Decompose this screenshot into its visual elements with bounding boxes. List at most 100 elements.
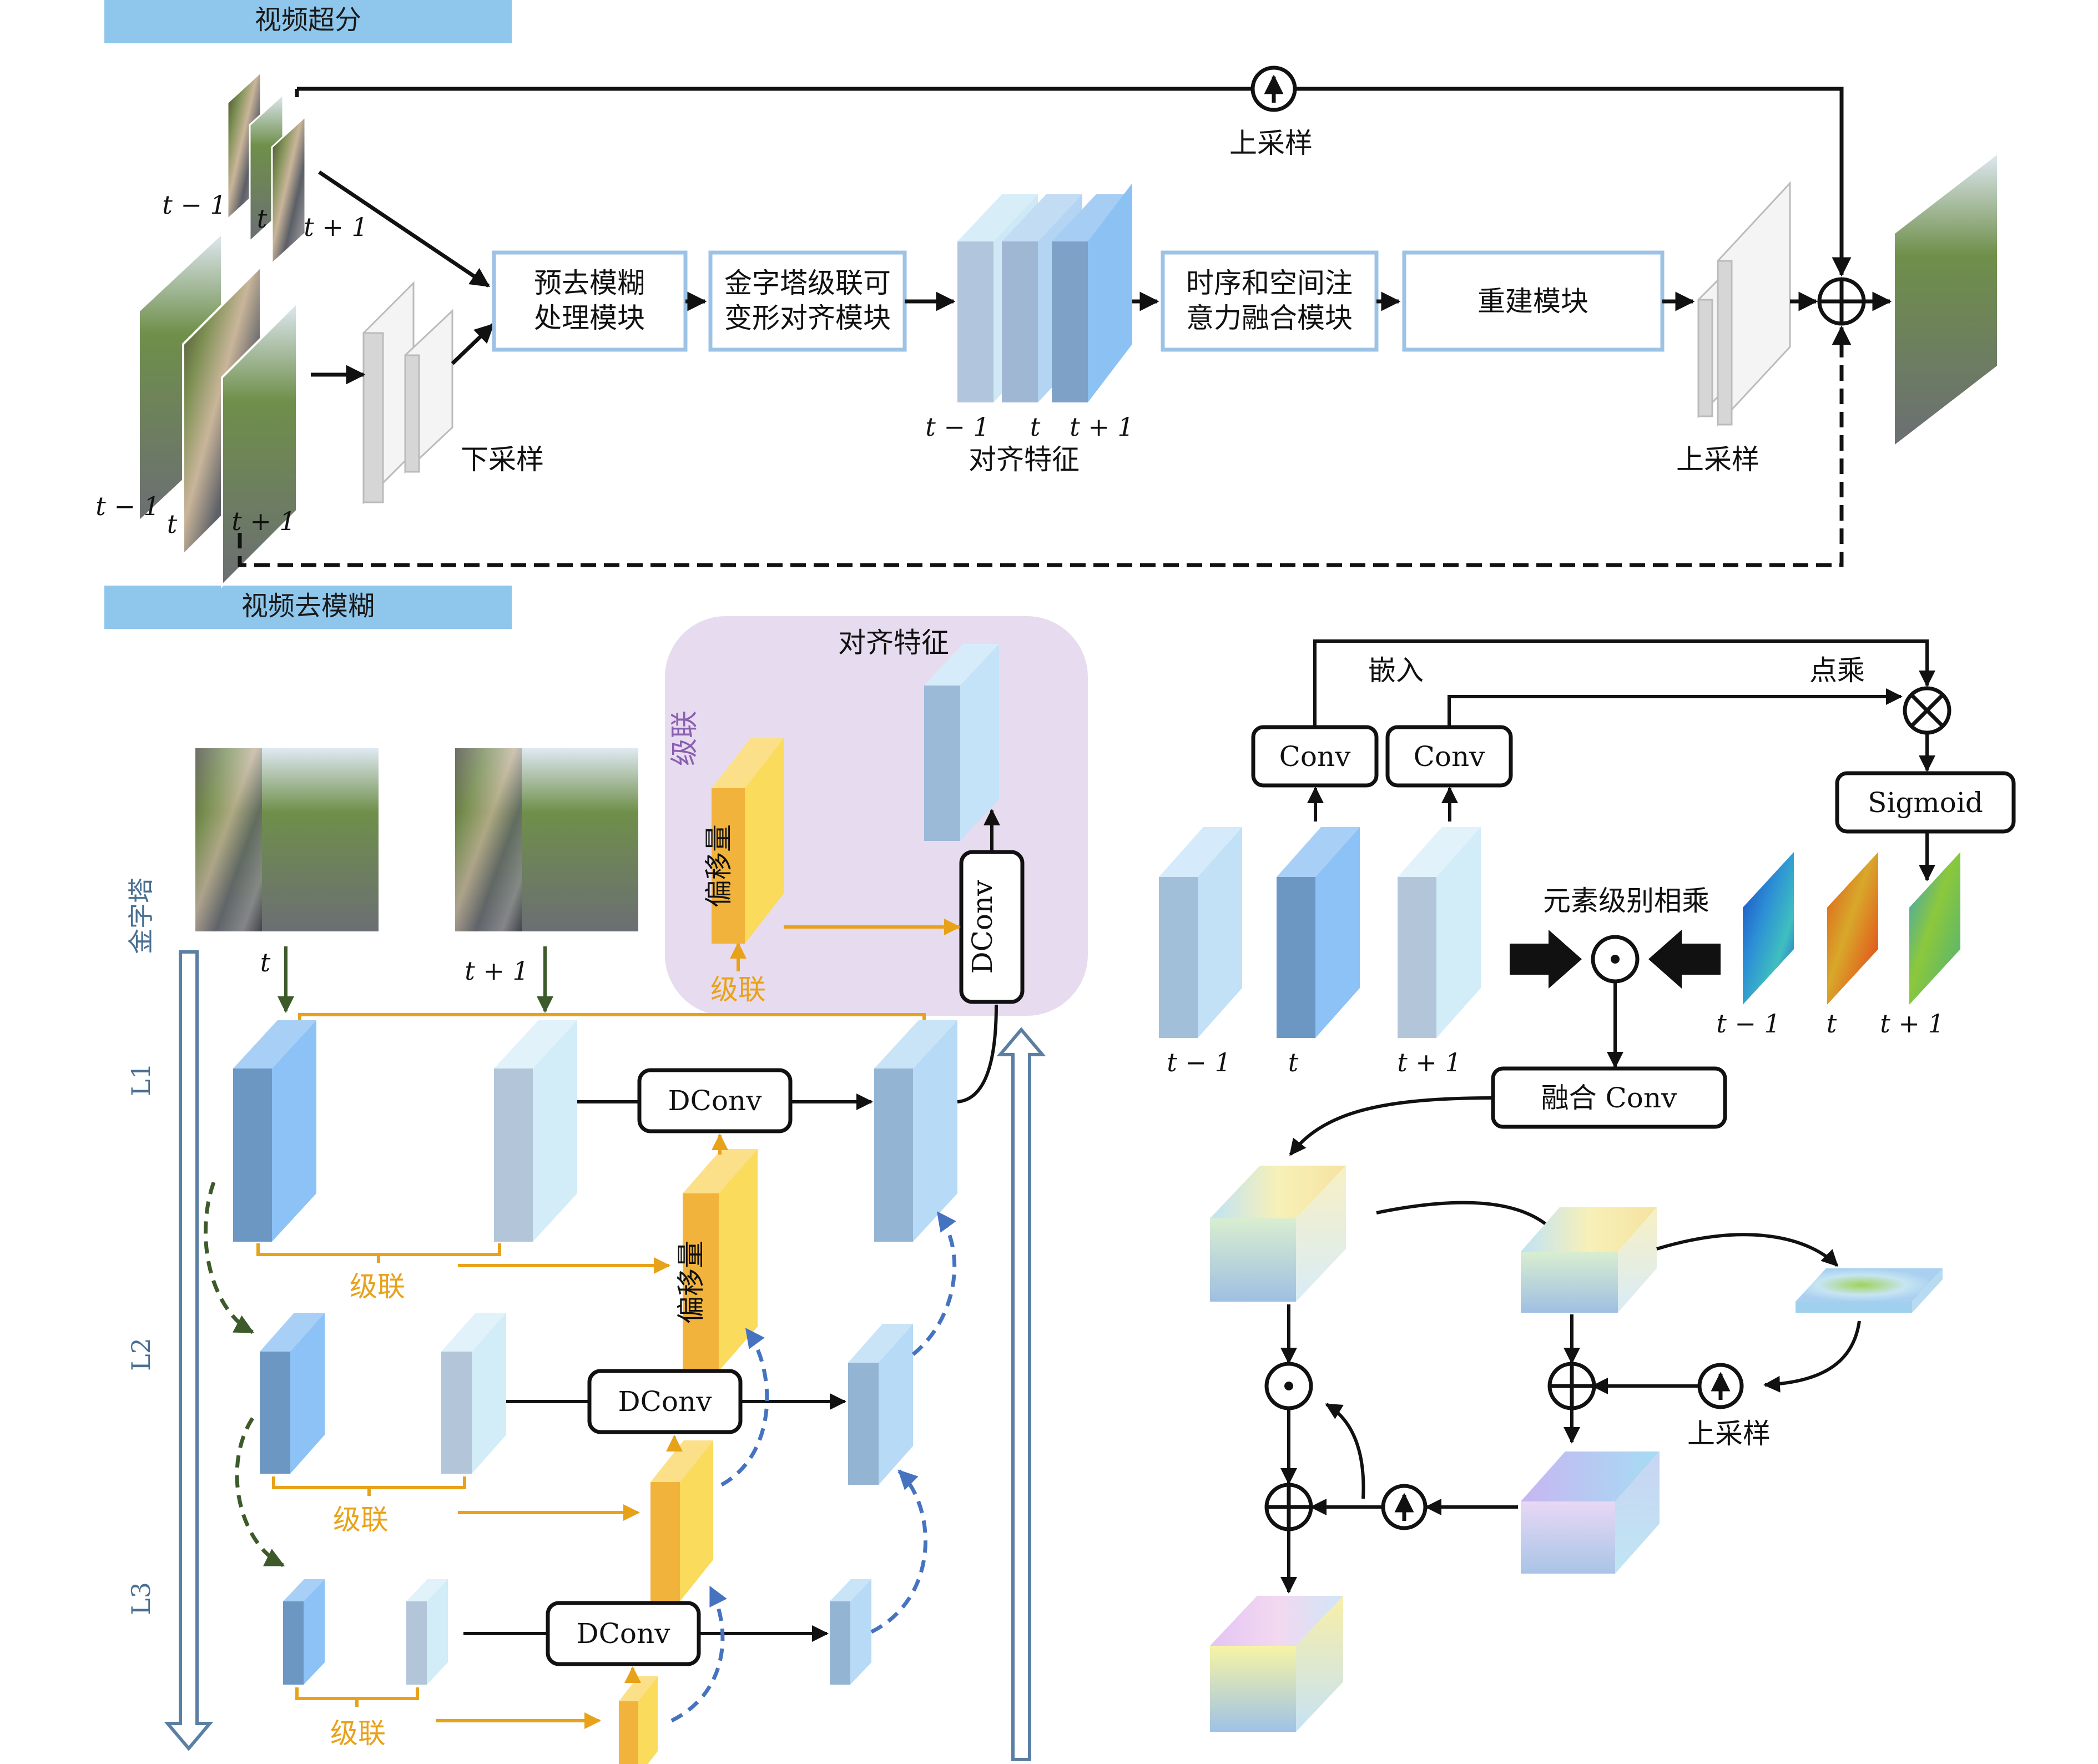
module-predeblur: 预去模糊 处理模块 [492, 250, 688, 352]
l3-aligned-feature [830, 1579, 871, 1685]
cascade-label-purple: 级联 [668, 710, 700, 766]
frame-label: t − 1 [1167, 1047, 1231, 1077]
frame-label: t − 1 [162, 190, 226, 220]
module-reconstruction: 重建模块 [1402, 250, 1665, 352]
frame-label: t + 1 [231, 506, 296, 536]
module-label: 意力融合模块 [1186, 302, 1353, 334]
l1-feature-t [233, 1020, 316, 1242]
pyramid-label: 金字塔 [126, 878, 156, 954]
cascade-label: 级联 [710, 974, 766, 1006]
blurry-input-frames [138, 230, 298, 588]
tsa-feature-tp1 [1398, 827, 1481, 1038]
l2-feature-t1 [441, 1313, 506, 1474]
offset-l2 [650, 1440, 713, 1601]
tsa-fusion: t − 1 t t + 1 Conv Conv 嵌入 点乘 Sigmoid [1159, 639, 2016, 1732]
frame-label: t + 1 [304, 212, 368, 242]
final-aligned-feature [924, 644, 999, 841]
attention-map-tp1 [1909, 852, 1960, 1005]
frame-label: t [260, 947, 271, 977]
fusion-feature-3 [1796, 1268, 1943, 1313]
aligned-feature-stack [957, 183, 1132, 402]
fusion-feature-4 [1521, 1451, 1660, 1574]
frame-label: t [1827, 1009, 1837, 1039]
dconv-l1: DConv [637, 1068, 793, 1133]
upsample-node-top [1250, 65, 1297, 112]
module-label: 重建模块 [1477, 285, 1588, 317]
offset-l1: 偏移量 [675, 1149, 758, 1371]
aligned-features-label: 对齐特征 [969, 443, 1080, 476]
module-pcd: 金字塔级联可 变形对齐模块 [708, 250, 907, 352]
embed-label: 嵌入 [1368, 654, 1424, 687]
module-label: 时序和空间注 [1186, 267, 1353, 299]
dconv-top: DConv [959, 850, 1025, 1004]
l2-aligned-feature [848, 1324, 913, 1485]
sum-node [1817, 277, 1866, 326]
frame-label: t + 1 [1397, 1047, 1461, 1077]
section-title: 视频去模糊 [241, 591, 375, 622]
frame-label: t − 1 [95, 491, 160, 521]
fusion-feature-2 [1521, 1207, 1657, 1313]
module-label: 变形对齐模块 [724, 302, 891, 334]
dconv-label: DConv [668, 1085, 763, 1117]
cascade-label: 级联 [333, 1504, 389, 1536]
big-arrow-right [1648, 930, 1721, 989]
big-arrow-left [1510, 930, 1582, 989]
frame-label: t + 1 [1880, 1009, 1944, 1039]
cascade-label: 级联 [330, 1717, 386, 1750]
l1-feature-t1 [494, 1020, 577, 1242]
upsample-node-right [1697, 1363, 1744, 1409]
l1-aligned-feature [874, 1020, 957, 1242]
module-label: 处理模块 [534, 302, 645, 334]
frame-label: t + 1 [1070, 412, 1134, 442]
sum-node-mid [1547, 1362, 1596, 1410]
frame-label: t [1030, 412, 1041, 442]
level-label-l2: L2 [126, 1338, 156, 1371]
l3-feature-t1 [406, 1579, 448, 1685]
downsample-label: 下采样 [461, 443, 544, 476]
frame-label: t − 1 [925, 412, 990, 442]
pyramid-down-arrow [164, 950, 214, 1751]
multiply-node [1903, 686, 1951, 735]
offset-top: 偏移量 [703, 738, 784, 944]
pyramid-up-arrow [996, 1027, 1046, 1761]
sigmoid-label: Sigmoid [1868, 787, 1983, 819]
dconv-label: DConv [966, 880, 998, 974]
upsample-node-left [1381, 1484, 1428, 1530]
fusion-conv-label: 融合 Conv [1541, 1082, 1677, 1114]
pcd-alignment: 对齐特征 级联 级联 t t + 1 金字塔 L1 L2 L3 [126, 616, 1088, 1764]
section-bar [104, 0, 512, 43]
conv-embed-tp1: Conv [1385, 725, 1513, 788]
conv-label: Conv [1279, 740, 1351, 773]
elementwise-label: 元素级别相乘 [1543, 885, 1709, 917]
upsample-blocks [1697, 181, 1791, 427]
sigmoid-box: Sigmoid [1835, 771, 2016, 834]
frame-image [221, 300, 298, 588]
upsample-top-label: 上采样 [1229, 127, 1313, 159]
section-header-deblur: 视频去模糊 [104, 586, 512, 629]
l3-feature-t [283, 1579, 325, 1685]
dconv-label: DConv [577, 1617, 671, 1650]
sr-pipeline: t − 1 t t + 1 t − 1 t t + 1 下采样 预去模糊 处理模… [95, 65, 1999, 588]
fusion-conv-box: 融合 Conv [1491, 1066, 1727, 1129]
frame-label: t + 1 [465, 956, 529, 986]
module-tsa: 时序和空间注 意力融合模块 [1161, 250, 1379, 352]
fusion-feature-1 [1210, 1166, 1346, 1302]
l2-feature-t [260, 1313, 325, 1474]
lr-input-frames [226, 70, 306, 266]
attention-map-t [1827, 852, 1878, 1005]
skip-connection-dashed [238, 325, 1852, 567]
downsample-blocks [362, 281, 453, 505]
module-label: 金字塔级联可 [724, 267, 891, 299]
module-label: 预去模糊 [534, 267, 645, 299]
upsample-label: 上采样 [1687, 1418, 1771, 1450]
section-header-sr: 视频超分 [104, 0, 512, 43]
dconv-l3: DConv [546, 1601, 701, 1666]
dconv-label: DConv [618, 1385, 713, 1418]
section-bar [104, 586, 512, 629]
sum-node-left [1264, 1483, 1313, 1531]
frame-image [271, 114, 306, 266]
frame-label: t [167, 509, 178, 539]
dot-mul-label: 点乘 [1809, 654, 1865, 687]
